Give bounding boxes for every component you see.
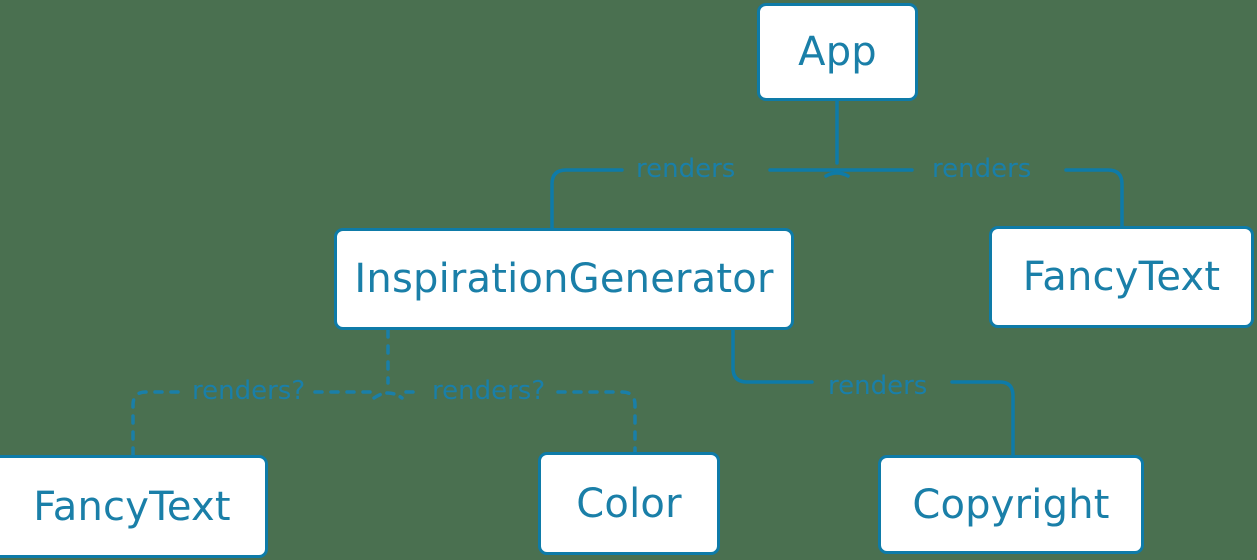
edge-label-app-fancytext: renders xyxy=(932,154,1032,184)
node-copyright[interactable]: Copyright xyxy=(878,455,1144,554)
edge-inspiration-to-fancytext-bottom xyxy=(131,390,372,457)
node-fancytext-top[interactable]: FancyText xyxy=(989,226,1254,328)
edge-app-to-fancytext-top xyxy=(835,168,1124,228)
node-copyright-label: Copyright xyxy=(912,481,1110,528)
node-fancytext-top-label: FancyText xyxy=(1022,254,1221,300)
node-fancytext-bottom-label: FancyText xyxy=(33,483,231,530)
edge-inspiration-to-color xyxy=(404,390,637,454)
node-app-label: App xyxy=(798,29,877,75)
edge-label-app-inspiration: renders xyxy=(636,154,736,184)
node-inspiration-generator[interactable]: InspirationGenerator xyxy=(334,228,794,330)
edge-label-inspiration-fancytext: renders? xyxy=(192,376,306,406)
edge-app-to-inspiration xyxy=(550,168,839,230)
edge-inspiration-to-copyright xyxy=(731,328,1015,457)
node-app[interactable]: App xyxy=(757,3,918,101)
edge-label-inspiration-copyright: renders xyxy=(828,371,928,401)
node-inspiration-generator-label: InspirationGenerator xyxy=(354,256,774,302)
node-color-label: Color xyxy=(576,480,682,527)
edge-label-inspiration-color: renders? xyxy=(432,376,546,406)
edge-dashed-junction xyxy=(372,391,404,400)
node-fancytext-bottom[interactable]: FancyText xyxy=(0,455,268,558)
edge-app-junction xyxy=(824,171,850,178)
node-color[interactable]: Color xyxy=(538,452,720,555)
